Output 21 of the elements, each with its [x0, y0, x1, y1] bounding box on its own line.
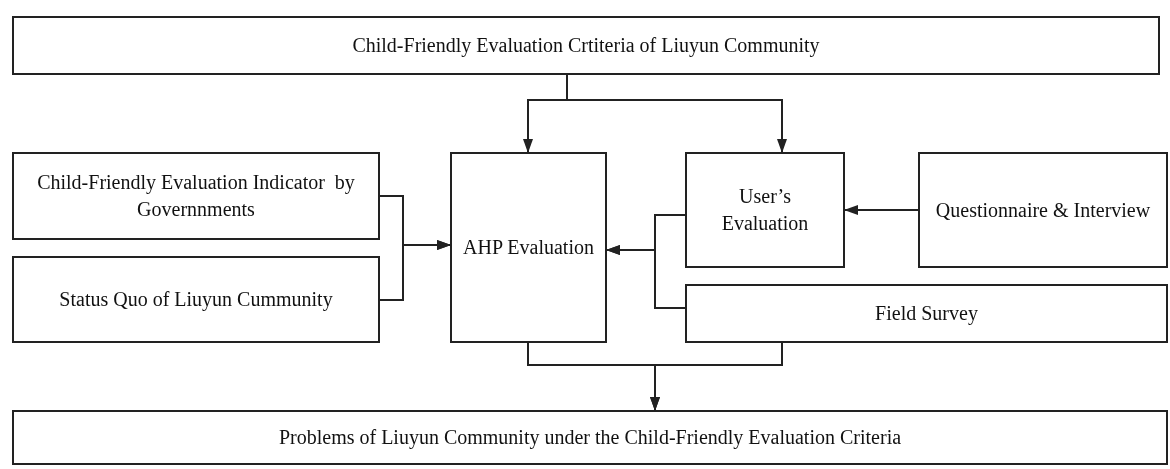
box-label: Field Survey [875, 301, 978, 327]
arrow [379, 240, 451, 301]
box-label: Status Quo of Liuyun Cummunity [59, 287, 333, 313]
box-label: User’s Evaluation [720, 184, 810, 236]
arrow [844, 205, 919, 215]
process-box [12, 16, 1160, 75]
process-box [918, 152, 1168, 268]
box-label: Problems of Liuyun Community under the Child-Friendly Evaluation Criteria [278, 425, 902, 451]
process-box [12, 256, 380, 343]
box-label: AHP Evaluation [463, 235, 594, 260]
box-label: Child-Friendly Evaluation Indicator by Governnments [36, 170, 356, 222]
process-box [12, 152, 380, 240]
arrow [650, 342, 783, 411]
arrow [606, 245, 686, 309]
process-box [12, 410, 1168, 465]
arrow [566, 74, 787, 153]
process-box [685, 284, 1168, 343]
process-box [685, 152, 845, 268]
process-box [450, 152, 607, 343]
box-label: Questionnaire & Interview [935, 197, 1151, 223]
box-label: Child-Friendly Evaluation Crtiteria of Liuyun Community [352, 33, 820, 59]
